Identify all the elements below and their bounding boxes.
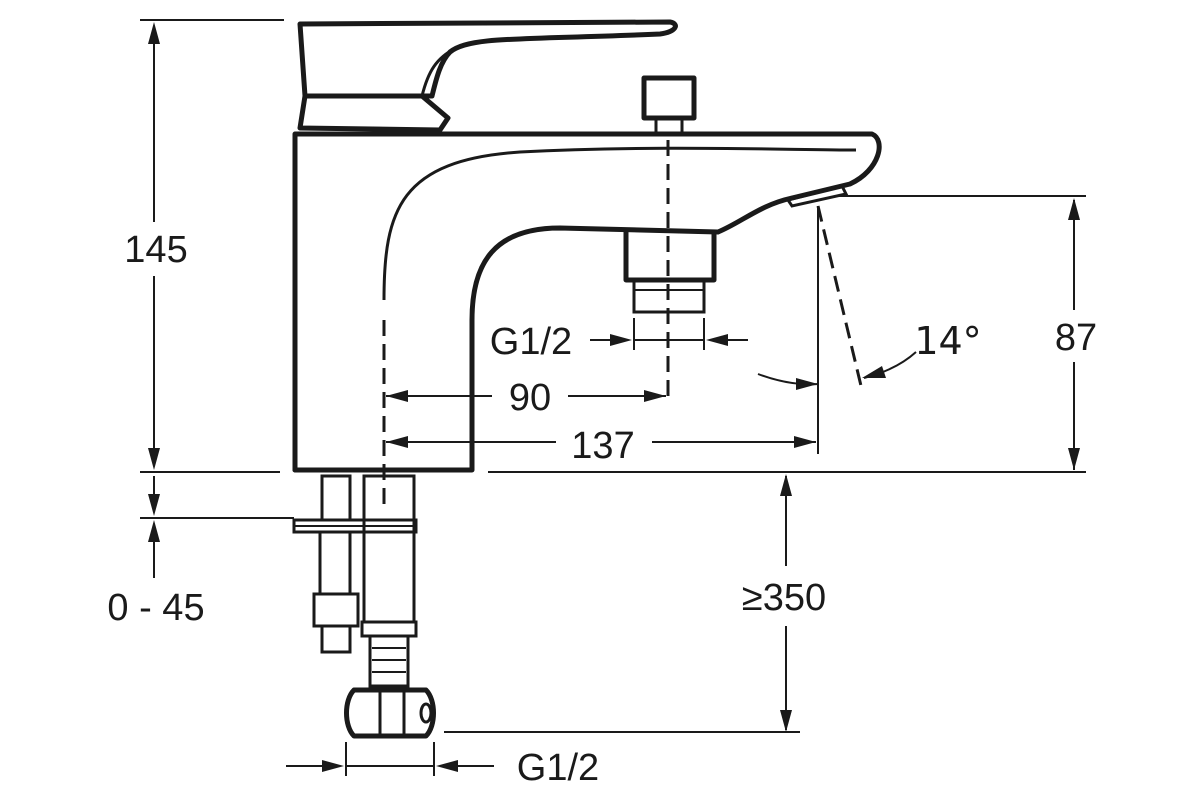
handshower-thread-label: G1/2 (490, 321, 572, 363)
diverter-knob (641, 75, 697, 136)
total-height-label: 145 (124, 229, 187, 271)
mounting-hardware (292, 474, 436, 739)
dimension-total-height: 145 (124, 22, 188, 470)
deck-thickness-label: 0 - 45 (107, 587, 204, 629)
dimension-spout-height: 87 (1055, 198, 1097, 470)
dimension-deck-thickness: 0 - 45 (107, 476, 205, 629)
dimension-spout-angle: 14° (757, 319, 982, 390)
spout-height-label: 87 (1055, 317, 1097, 359)
centre-lines (382, 140, 864, 510)
spout-reach-label: 137 (571, 425, 634, 467)
faucet-body-outline (292, 131, 882, 473)
handshower-offset-label: 90 (509, 377, 551, 419)
dimension-handshower-thread: G1/2 (490, 321, 748, 363)
dimension-supply-thread: G1/2 (286, 747, 599, 789)
handshower-connector (623, 229, 717, 314)
spout-angle-label: 14° (914, 319, 981, 363)
dimension-handshower-offset: 90 (386, 377, 666, 419)
lever-handle (297, 19, 678, 133)
supply-thread-label: G1/2 (517, 747, 599, 789)
dimension-hose-length: ≥350 (742, 474, 826, 732)
extension-lines (140, 19, 1086, 776)
dimension-spout-reach: 137 (386, 425, 816, 467)
hose-length-label: ≥350 (742, 577, 826, 619)
